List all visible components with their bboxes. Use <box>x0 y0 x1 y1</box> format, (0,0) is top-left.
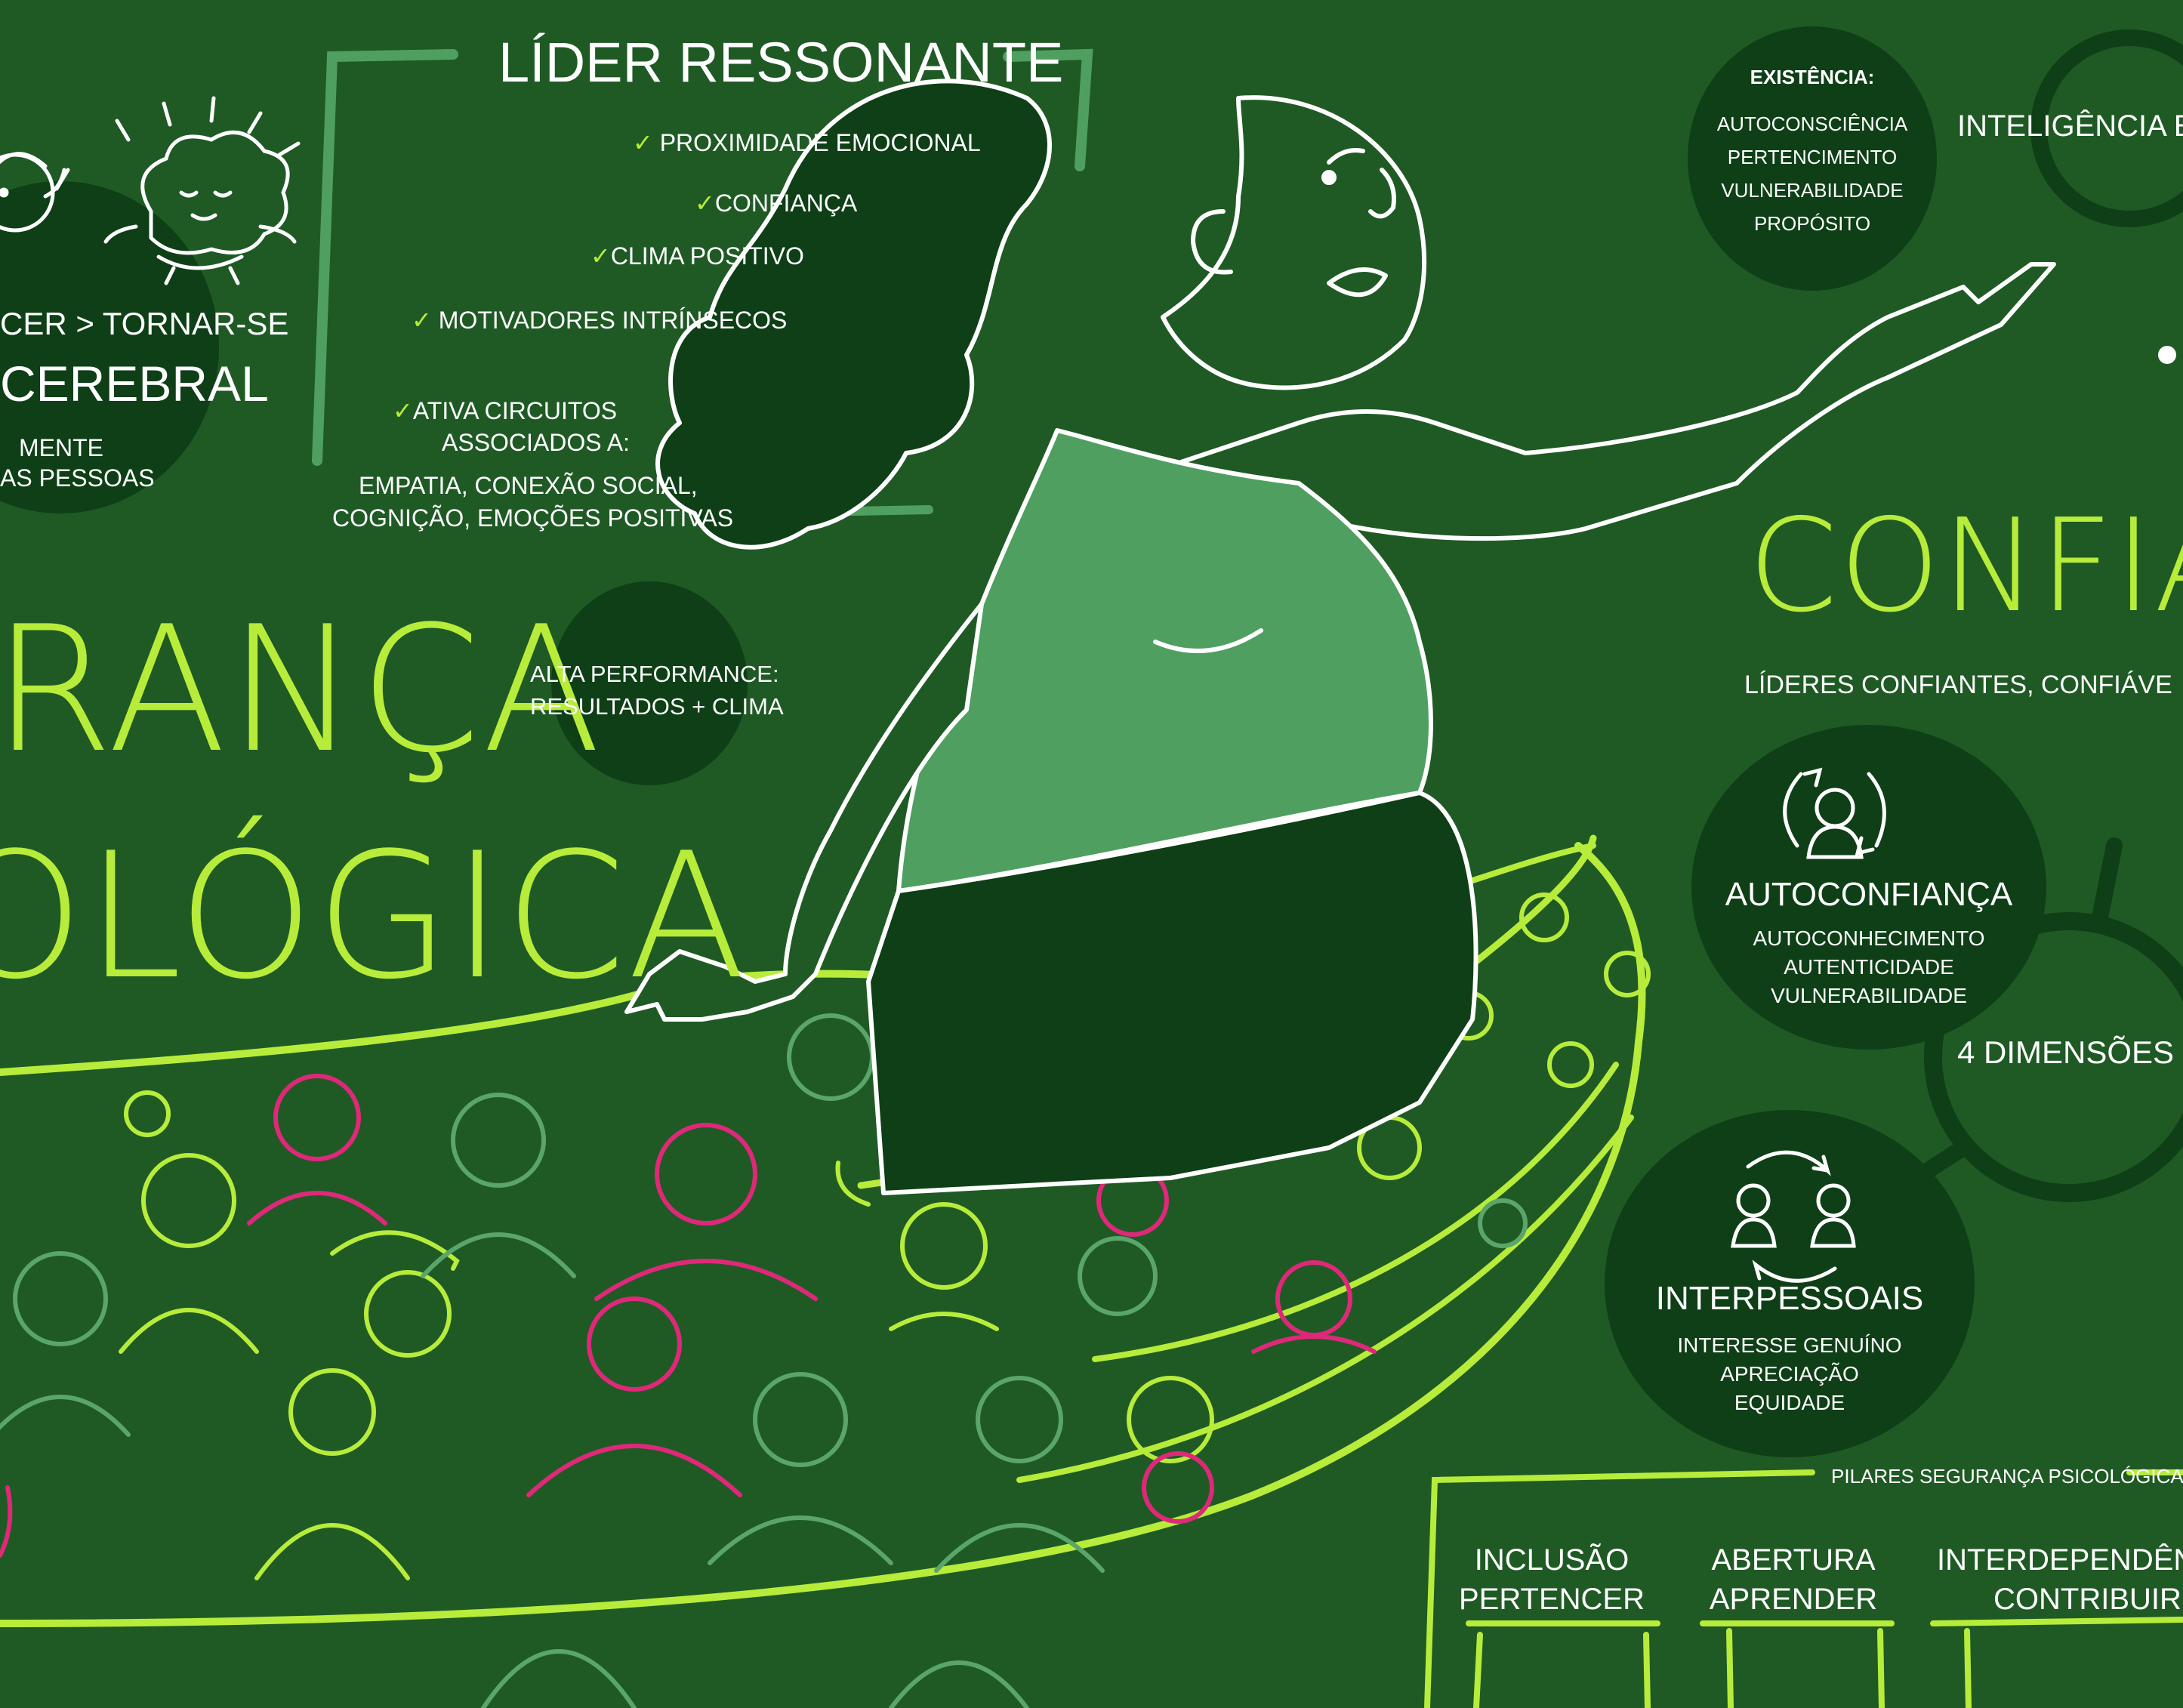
confia-title: CONFIA <box>1748 492 2183 641</box>
existencia-block: EXISTÊNCIA: AUTOCONSCIÊNCIA PERTENCIMENT… <box>1691 60 1933 240</box>
pilar-inclusao: INCLUSÃO PERTENCER <box>1459 1543 1645 1616</box>
autoconfianca-item: AUTENTICIDADE <box>1784 955 1954 979</box>
lider-check-2: ✓CONFIANÇA <box>695 190 858 217</box>
check-icon: ✓ <box>633 129 660 156</box>
lider-circuits-2: ASSOCIADOS A: <box>442 429 630 456</box>
lider-bracket <box>312 48 1093 466</box>
left-line-2: CEREBRAL <box>0 356 269 412</box>
lider-check-3: ✓CLIMA POSITIVO <box>590 242 804 270</box>
interpessoais-item: EQUIDADE <box>1734 1391 1845 1414</box>
existencia-item: AUTOCONSCIÊNCIA <box>1716 113 1908 135</box>
existencia-item: PROPÓSITO <box>1753 212 1871 235</box>
interpessoais-block: INTERPESSOAIS INTERESSE GENUÍNO APRECIAÇ… <box>1608 1280 1971 1417</box>
autoconfianca-item: AUTOCONHECIMENTO <box>1753 926 1985 950</box>
woman-illustration <box>624 79 2056 1195</box>
inteligencia-label: INTELIGÊNCIA ES <box>1957 109 2183 143</box>
pilares-label: PILARES SEGURANÇA PSICOLÓGICA <box>1831 1465 2183 1488</box>
self-confidence-icon <box>1783 767 1886 859</box>
lider-check-5: ✓ATIVA CIRCUITOS <box>393 397 618 424</box>
check-icon: ✓ <box>412 307 439 334</box>
big-title-line-1: RANÇA <box>0 590 603 791</box>
autoconfianca-block: AUTOCONFIANÇA AUTOCONHECIMENTO AUTENTICI… <box>1684 876 2054 1010</box>
left-line-3: MENTE <box>19 434 103 461</box>
interpessoais-item: INTERESSE GENUÍNO <box>1677 1333 1902 1357</box>
interpessoais-title: INTERPESSOAIS <box>1655 1280 1924 1317</box>
big-title-line-2: OLÓGICA <box>0 816 748 1018</box>
lider-title: LÍDER RESSONANTE <box>498 31 1064 94</box>
autoconfianca-title: AUTOCONFIANÇA <box>1725 876 2013 913</box>
left-line-1: CER > TORNAR-SE <box>0 306 289 341</box>
autoconfianca-blob <box>1691 725 2046 1050</box>
performance-line-2: RESULTADOS + CLIMA <box>530 693 784 720</box>
meditating-brain-doodle <box>103 96 301 285</box>
left-line-4: AS PESSOAS <box>0 464 155 492</box>
dimensoes-ring <box>1924 912 2183 1202</box>
pillars-frame <box>1424 1469 2183 1708</box>
interpessoais-blob <box>1605 1110 1975 1457</box>
existencia-item: VULNERABILIDADE <box>1721 179 1904 202</box>
interpersonal-icon <box>1731 1150 1856 1283</box>
performance-blob <box>551 581 748 785</box>
pilar-interdependencia: INTERDEPENDÊNC CONTRIBUIR <box>1937 1543 2183 1616</box>
confia-subtitle: LÍDERES CONFIANTES, CONFIÁVE <box>1744 671 2172 699</box>
check-icon: ✓ <box>590 242 611 270</box>
existencia-blob <box>1688 26 1937 291</box>
left-dark-blob <box>0 181 219 513</box>
lider-circuits-4: COGNIÇÃO, EMOÇÕES POSITIVAS <box>332 504 734 532</box>
lider-check-1: ✓ PROXIMIDADE EMOCIONAL <box>633 129 981 156</box>
pilar-abertura: ABERTURA APRENDER <box>1709 1543 1878 1616</box>
autoconfianca-item: VULNERABILIDADE <box>1771 984 1967 1007</box>
interpessoais-item: APRECIAÇÃO <box>1720 1362 1859 1386</box>
existencia-title: EXISTÊNCIA: <box>1750 66 1875 88</box>
lider-check-4: ✓ MOTIVADORES INTRÍNSECOS <box>412 307 788 334</box>
brain-doodle-left <box>0 152 70 233</box>
lider-circuits-3: EMPATIA, CONEXÃO SOCIAL, <box>359 472 698 499</box>
performance-line-1: ALTA PERFORMANCE: <box>530 661 779 687</box>
check-icon: ✓ <box>695 190 715 217</box>
dimensoes-label: 4 DIMENSÕES <box>1957 1034 2175 1070</box>
check-icon: ✓ <box>393 397 413 424</box>
existencia-item: PERTENCIMENTO <box>1727 146 1898 168</box>
